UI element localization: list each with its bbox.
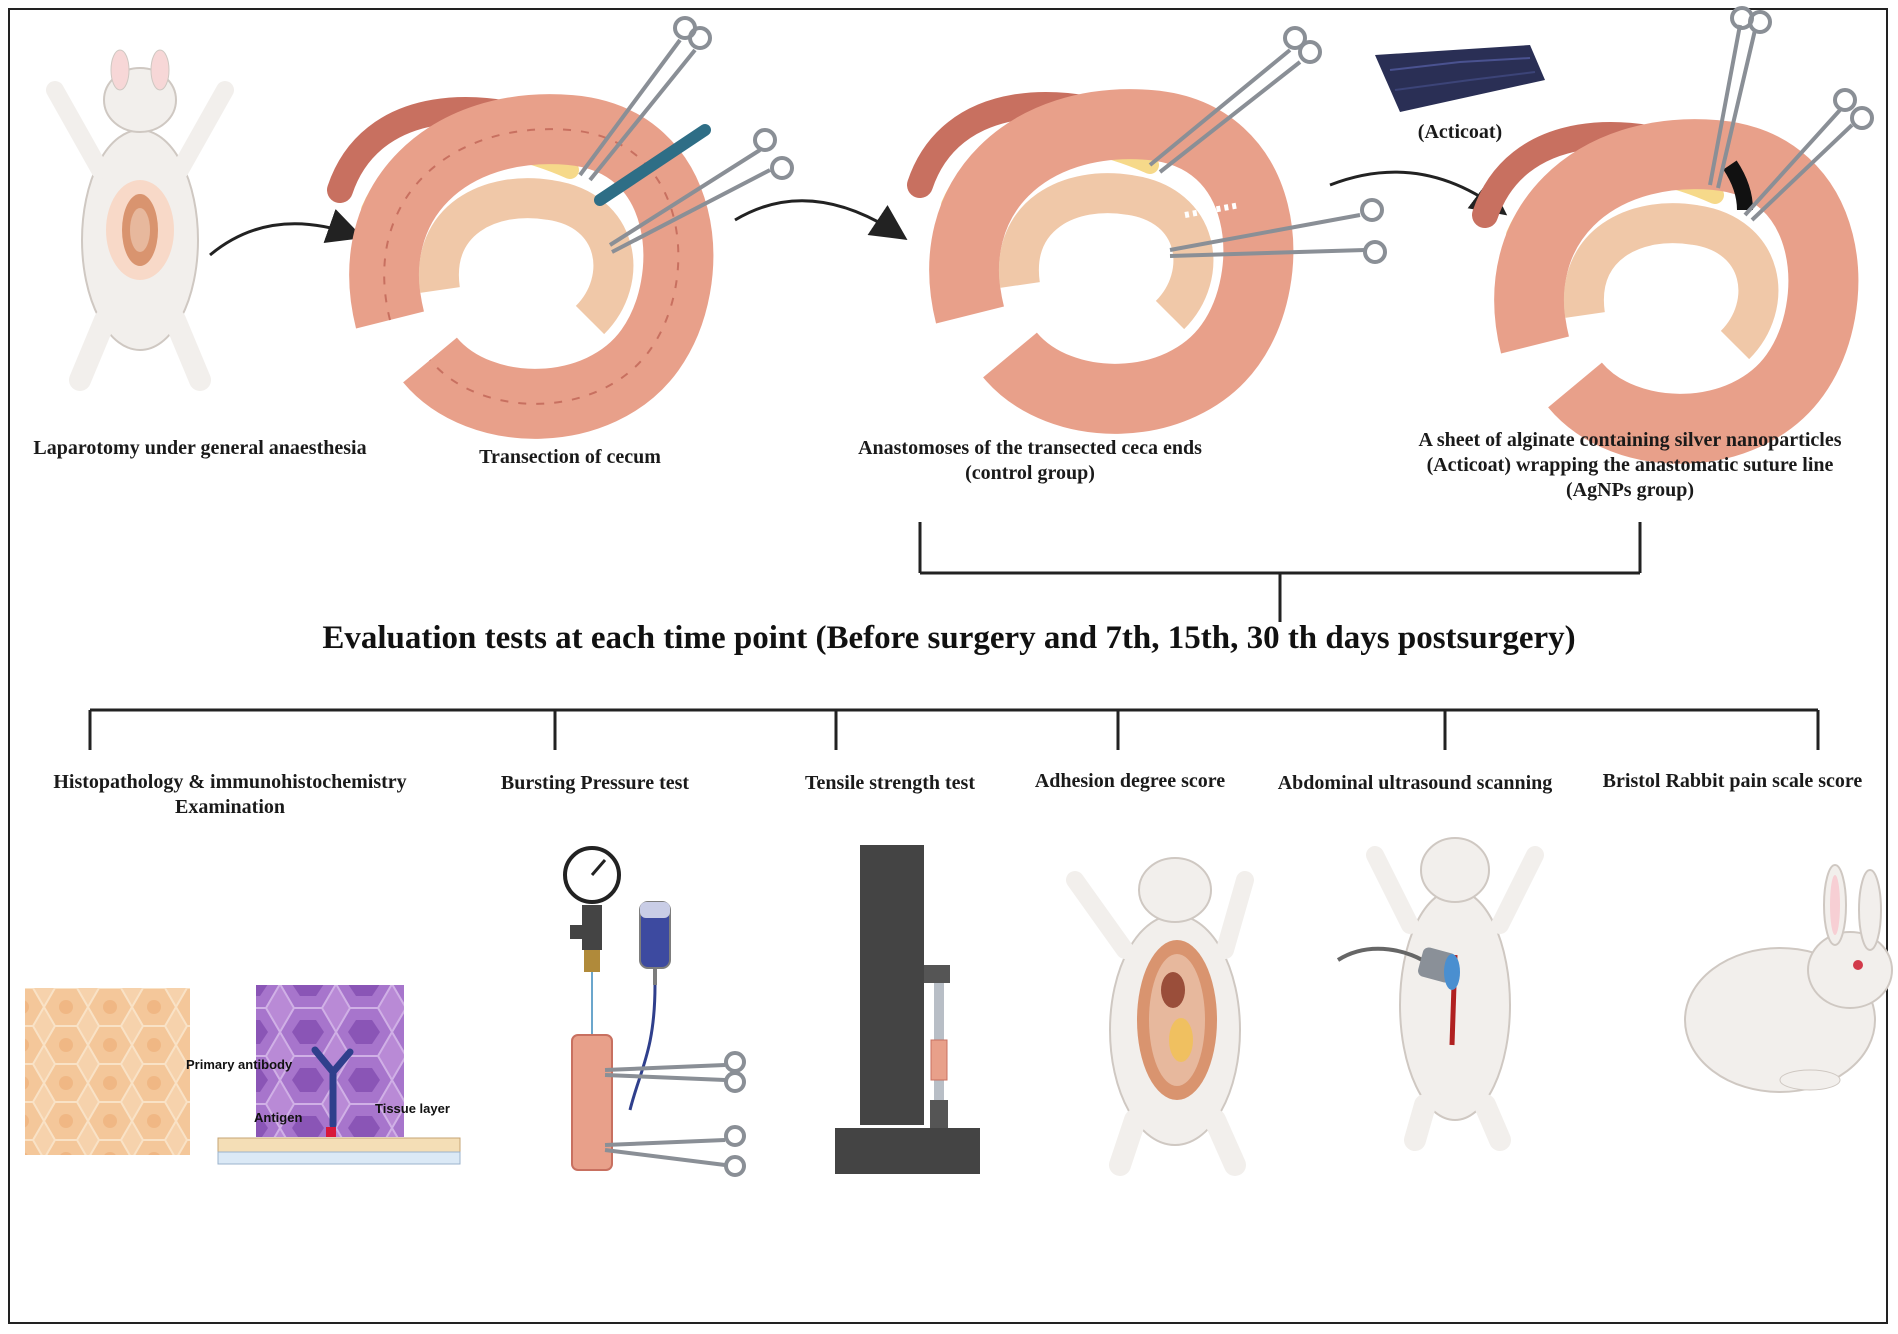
acticoat-line1: A sheet of alginate containing silver na… (1418, 429, 1842, 451)
evaluation-title: Evaluation tests at each time point (Bef… (322, 620, 1576, 656)
rabbit-icon (1366, 837, 1544, 1151)
antibody-icon (311, 1046, 354, 1129)
step-label-anastomosis: Anastomoses of the transected ceca ends … (790, 436, 1270, 486)
label-antigen: Antigen (254, 1110, 303, 1125)
figure-frame (8, 8, 1888, 1324)
pressure-gauge-icon (563, 846, 621, 1035)
step-label-transection: Transection of cecum (479, 446, 661, 468)
step-label-acticoat: A sheet of alginate containing silver na… (1360, 428, 1898, 503)
intestine-icon (907, 89, 1294, 434)
anastomosis-line1: Anastomoses of the transected ceca ends (858, 437, 1202, 459)
group-bracket (918, 522, 1642, 622)
test-label-tensile: Tensile strength test (805, 772, 975, 794)
arrow-icon (209, 209, 364, 257)
step-label-laparotomy: Laparotomy under general anaesthesia (33, 437, 367, 459)
tests-bracket (88, 708, 1820, 750)
tissue-slide (217, 1137, 461, 1165)
forceps-icon (578, 16, 794, 254)
tissue-hexagon-icon (25, 988, 190, 1155)
anastomosis-line2: (control group) (965, 462, 1095, 484)
test-label-ultrasound: Abdominal ultrasound scanning (1277, 772, 1553, 794)
ultrasound-probe-icon (1336, 946, 1460, 990)
forceps-icon (1148, 26, 1387, 264)
acticoat-line3: (AgNPs group) (1566, 479, 1694, 501)
forceps-icon (1708, 6, 1874, 222)
rabbit-icon (46, 49, 234, 391)
antigen-icon (326, 1127, 336, 1137)
histopathology-line1: Histopathology & immunohistochemistry (53, 771, 407, 793)
acticoat-sheet-icon (1375, 45, 1545, 112)
label-tissue-layer: Tissue layer (375, 1101, 450, 1116)
acticoat-line2: (Acticoat) wrapping the anastomatic sutu… (1426, 454, 1834, 476)
acticoat-sheet-label: (Acticoat) (1417, 121, 1503, 143)
intestine-icon (327, 94, 714, 439)
tensile-machine-icon (835, 845, 980, 1174)
rabbit-icon (1066, 857, 1254, 1176)
test-label-bristol: Bristol Rabbit pain scale score (1602, 770, 1863, 792)
iv-bag-icon (628, 901, 671, 1111)
intestine-segment (571, 1034, 613, 1171)
arrow-icon (734, 199, 908, 240)
test-label-histopathology: Histopathology & immunohistochemistry Ex… (10, 770, 450, 820)
test-label-bursting: Bursting Pressure test (500, 772, 690, 794)
scalpel-icon (594, 124, 711, 206)
label-primary-antibody: Primary antibody (186, 1057, 293, 1072)
test-label-adhesion: Adhesion degree score (1034, 770, 1226, 792)
rabbit-icon (1684, 864, 1893, 1093)
forceps-icon (604, 1051, 746, 1177)
histopathology-line2: Examination (174, 796, 286, 818)
arrow-icon (1329, 170, 1508, 216)
intestine-icon (1472, 119, 1859, 464)
